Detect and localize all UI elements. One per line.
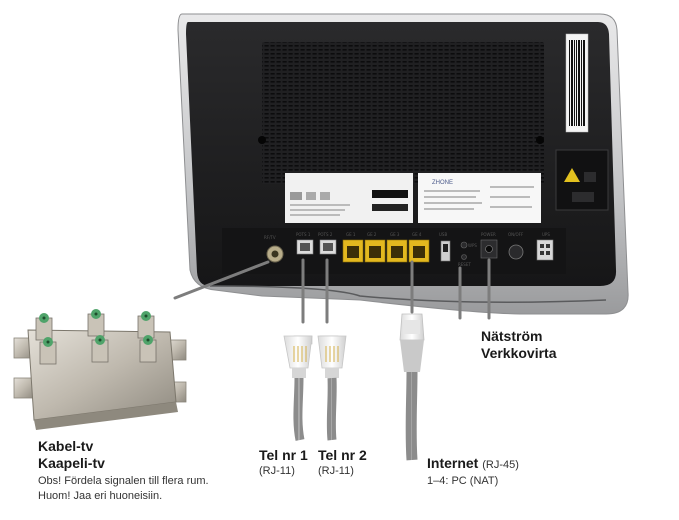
pointer-kabel-tv	[173, 260, 270, 300]
svg-text:GE 4: GE 4	[412, 232, 422, 237]
rf-tv-port: RF/TV	[264, 235, 284, 263]
kabel-tv-note-fi: Huom! Jaa eri huoneisiin.	[38, 490, 163, 502]
internet-label: Internet (RJ-45) 1–4: PC (NAT)	[427, 455, 519, 489]
power-title-fi: Verkkovirta	[481, 345, 557, 361]
tel1-sub: (RJ-11)	[259, 465, 295, 477]
ge4-port	[408, 239, 430, 263]
pots1-port: POTS 1	[296, 232, 314, 255]
svg-text:GE 3: GE 3	[390, 232, 400, 237]
tel2-title: Tel nr 2	[318, 447, 367, 463]
svg-text:ON/OFF: ON/OFF	[508, 232, 524, 237]
barcode-sticker	[565, 33, 589, 133]
tel2-sub: (RJ-11)	[318, 465, 354, 477]
svg-text:POTS 2: POTS 2	[318, 232, 333, 237]
power-title-sv: Nätström	[481, 328, 543, 344]
svg-text:GE 2: GE 2	[367, 232, 377, 237]
ethernet-ports: GE 1 GE 2 GE 3 GE 4	[342, 232, 430, 263]
mount-hole-right	[536, 136, 544, 144]
pots2-port: POTS 2	[318, 232, 337, 255]
phone-cable-1	[283, 335, 313, 441]
power-label: Nätström Verkkovirta	[481, 328, 557, 362]
svg-text:GE 1: GE 1	[346, 232, 356, 237]
label-sticker-right: ZHONE	[418, 173, 541, 223]
tel1-title: Tel nr 1	[259, 447, 308, 463]
pointer-lines	[173, 258, 491, 324]
svg-text:POWER: POWER	[481, 232, 496, 237]
on-off-switch: ON/OFF	[508, 232, 524, 260]
kabel-tv-label: Kabel-tv Kaapeli-tv Obs! Fördela signale…	[38, 438, 209, 504]
svg-text:RF/TV: RF/TV	[264, 235, 276, 240]
ge2-port	[364, 239, 386, 263]
svg-text:RESET: RESET	[458, 262, 471, 267]
usb-port: USB	[439, 232, 451, 262]
internet-title: Internet	[427, 455, 479, 471]
tel2-label: Tel nr 2 (RJ-11)	[318, 447, 367, 479]
label-sticker-left	[285, 173, 413, 223]
mount-hole-left	[258, 136, 266, 144]
internet-note: 1–4: PC (NAT)	[427, 475, 499, 487]
wps-reset-buttons: WPS RESET	[458, 241, 477, 267]
fiber-module	[555, 149, 609, 211]
svg-text:USB: USB	[439, 232, 447, 237]
internet-sub: (RJ-45)	[482, 459, 519, 471]
power-port: POWER	[480, 232, 498, 259]
phone-cable-2	[317, 335, 347, 441]
ge3-port	[386, 239, 408, 263]
svg-text:WPS: WPS	[468, 243, 477, 248]
kabel-tv-title-fi: Kaapeli-tv	[38, 455, 105, 471]
kabel-tv-title-sv: Kabel-tv	[38, 438, 94, 454]
ethernet-cable	[399, 313, 425, 461]
vent-grille	[262, 42, 544, 184]
router-device: ZHONE RF/TV POTS 1 POTS 2	[177, 13, 629, 315]
ge1-port	[342, 239, 364, 263]
kabel-tv-note-sv: Obs! Fördela signalen till flera rum.	[38, 475, 209, 487]
f-connector	[35, 313, 157, 365]
cable-tv-splitter	[13, 309, 187, 430]
svg-text:POTS 1: POTS 1	[296, 232, 311, 237]
ups-port: UPS	[536, 232, 554, 261]
router-brand-label: ZHONE	[432, 180, 453, 186]
tel1-label: Tel nr 1 (RJ-11)	[259, 447, 308, 479]
svg-text:UPS: UPS	[542, 232, 550, 237]
